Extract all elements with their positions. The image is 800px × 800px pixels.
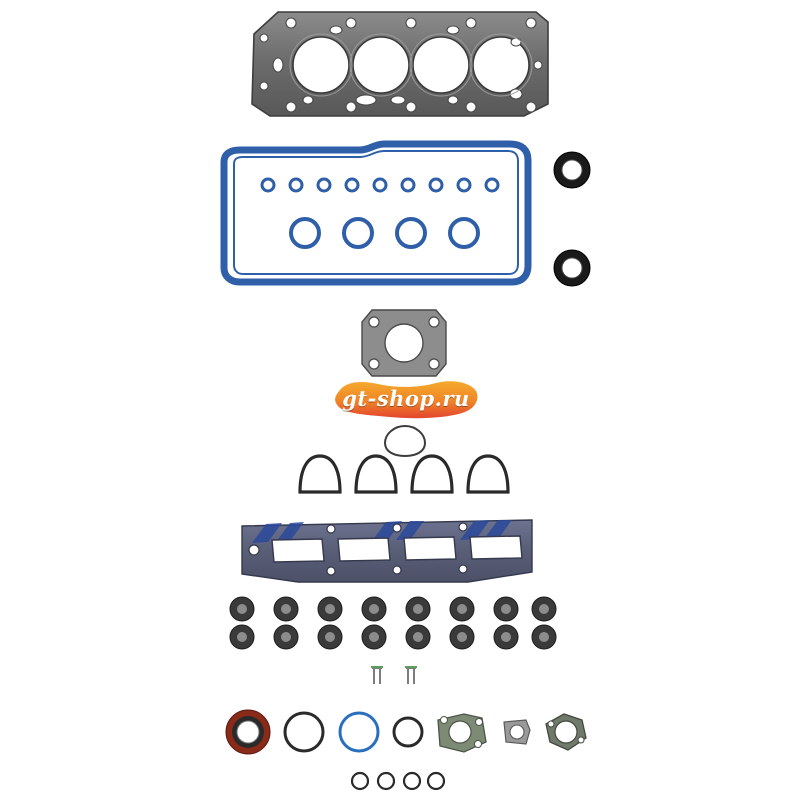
valve-cover-gasket bbox=[210, 140, 540, 290]
intake-port-seal bbox=[410, 454, 454, 494]
o-ring-tiny bbox=[402, 771, 422, 791]
o-ring-large bbox=[283, 711, 325, 753]
retaining-clip bbox=[406, 666, 416, 684]
intake-port-seal bbox=[298, 454, 342, 494]
small-oval-gasket bbox=[383, 424, 427, 458]
crankshaft-front-seal bbox=[225, 709, 271, 755]
o-ring-medium bbox=[338, 711, 380, 753]
head-gasket bbox=[248, 8, 553, 120]
o-ring-tiny bbox=[426, 771, 446, 791]
retaining-clip bbox=[372, 666, 382, 684]
throttle-body-gasket bbox=[358, 306, 450, 380]
watermark-logo: gt-shop.ru bbox=[330, 378, 482, 420]
o-ring-tiny bbox=[376, 771, 396, 791]
camshaft-seal-lower bbox=[552, 248, 592, 288]
intake-port-seal bbox=[354, 454, 398, 494]
retaining-clip-group bbox=[368, 664, 428, 688]
thermostat-housing-gasket bbox=[545, 713, 587, 751]
watermark-text: gt-shop.ru bbox=[342, 386, 470, 411]
intake-port-seal-group bbox=[296, 452, 510, 496]
bottom-parts-row bbox=[220, 706, 590, 758]
camshaft-seal-upper bbox=[552, 150, 592, 190]
intake-manifold-gasket bbox=[238, 516, 536, 586]
o-ring-tiny bbox=[350, 771, 370, 791]
water-outlet-gasket bbox=[437, 713, 487, 753]
o-ring-small bbox=[392, 716, 424, 748]
egr-tube-gasket bbox=[503, 719, 531, 745]
o-ring-tiny-group bbox=[350, 770, 446, 792]
valve-stem-seal-group bbox=[228, 596, 558, 650]
intake-port-seal bbox=[466, 454, 510, 494]
